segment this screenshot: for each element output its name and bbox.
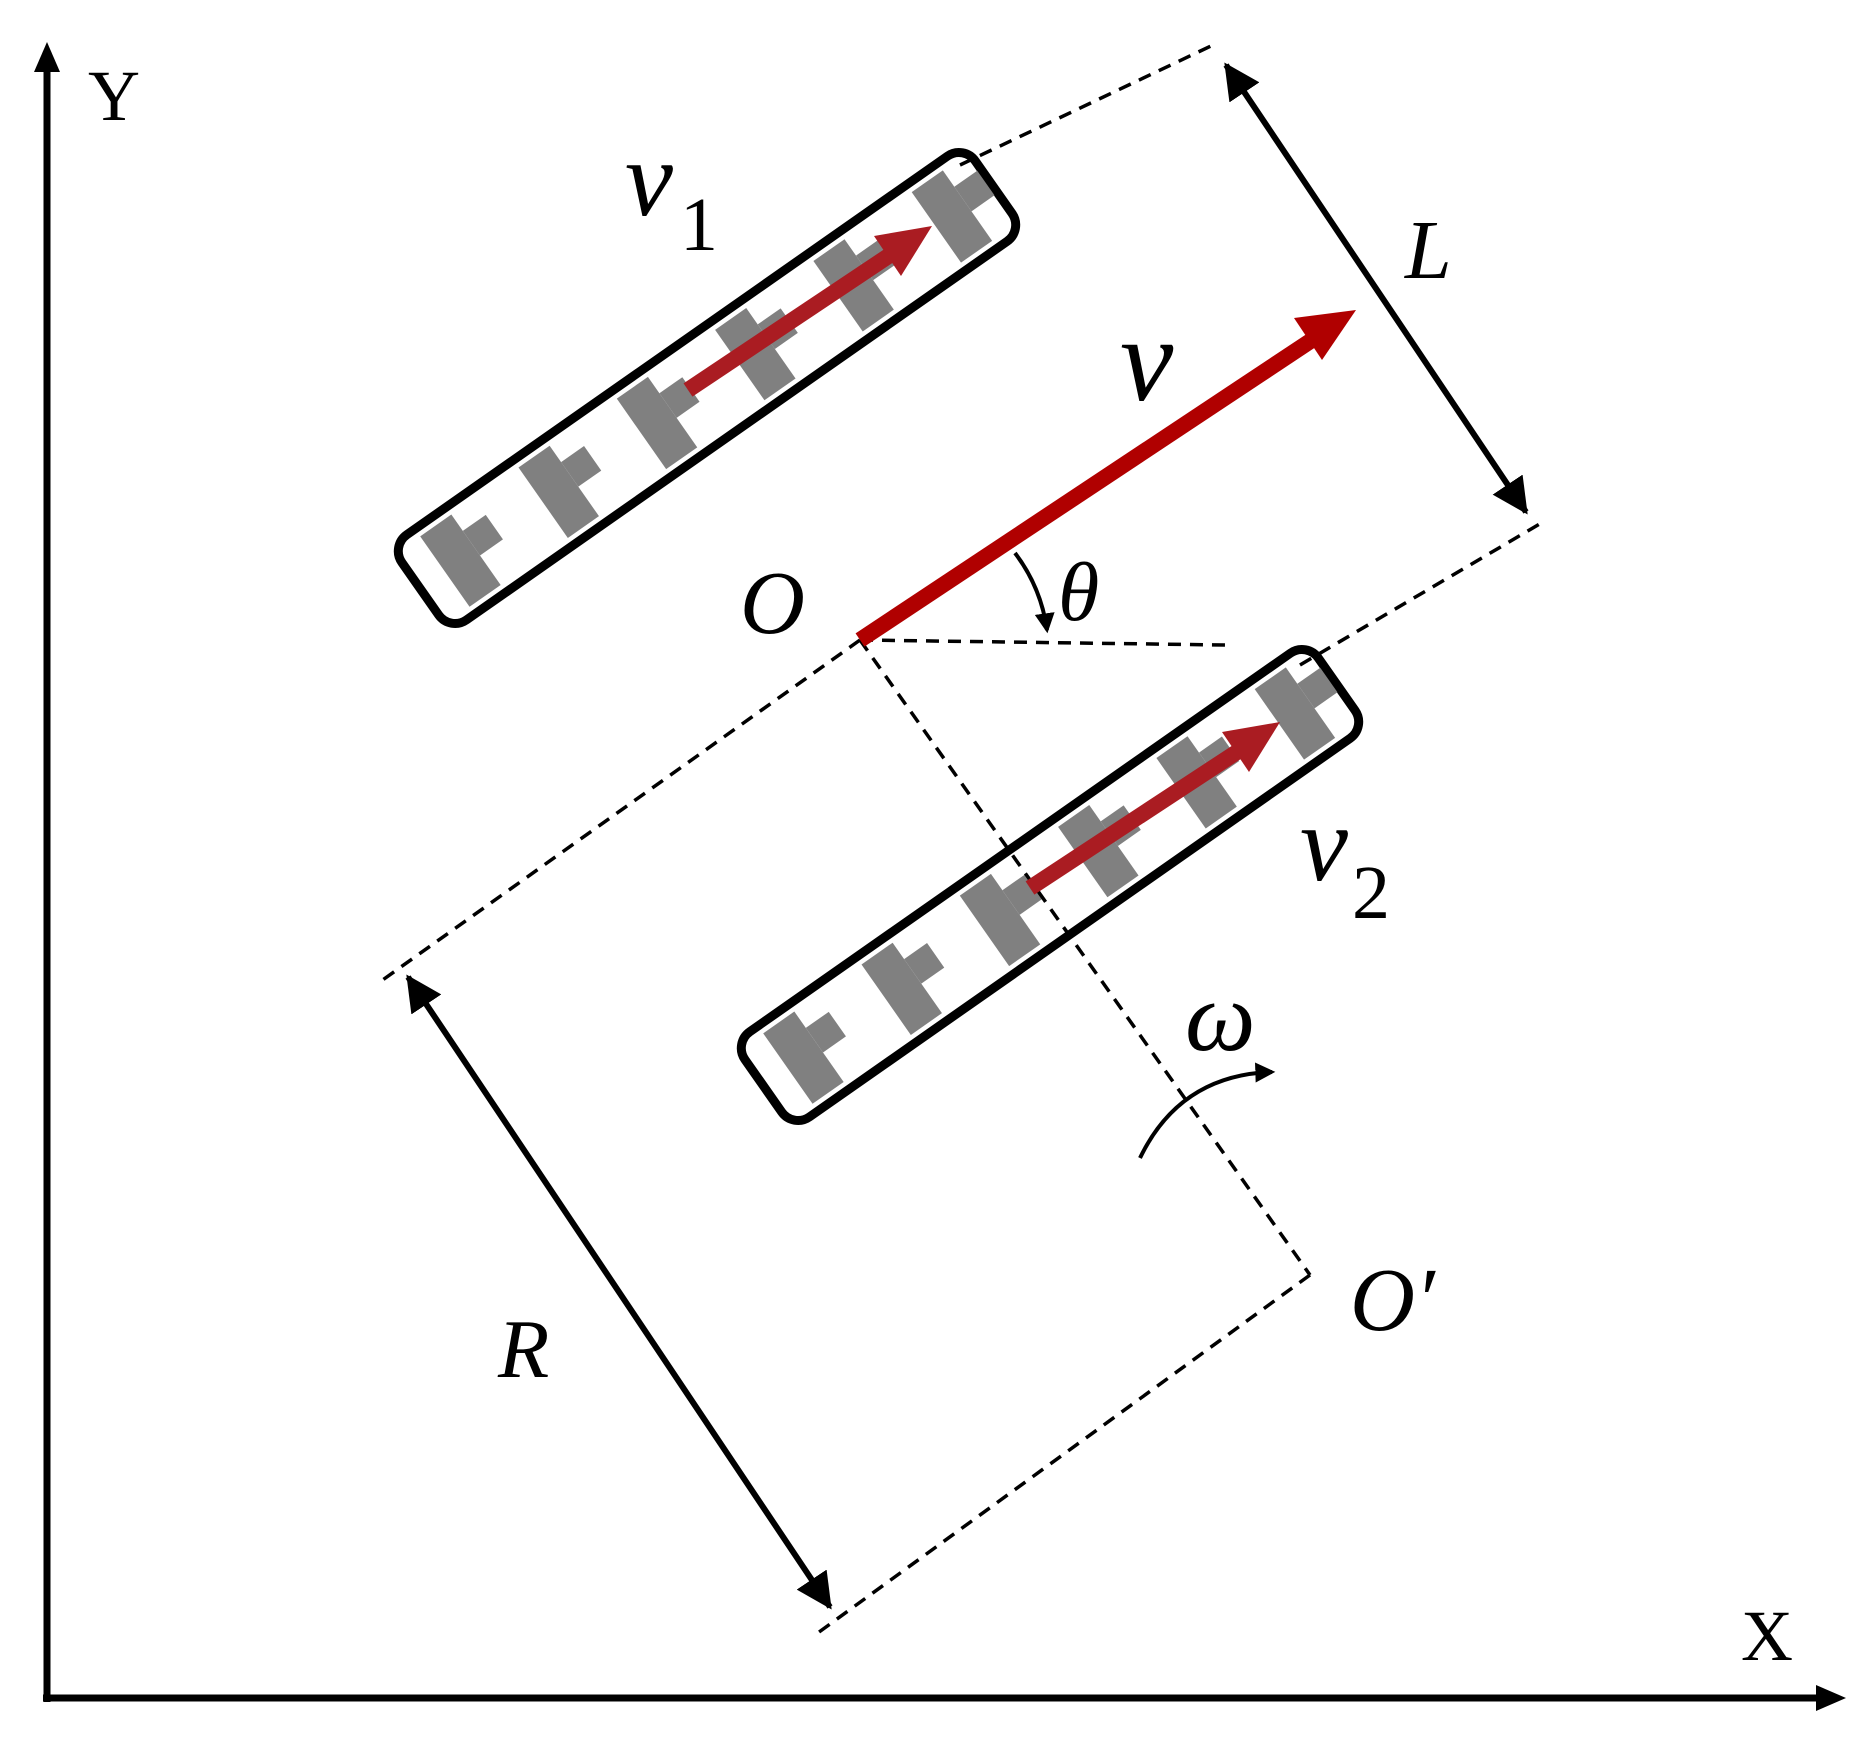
velocity-arrow-v1	[683, 226, 932, 397]
label-v: v	[1120, 293, 1174, 426]
label-v2: v 2	[1300, 785, 1390, 935]
omega-arc	[1138, 1062, 1276, 1159]
label-v2-main: v	[1300, 785, 1348, 904]
label-omega: ω	[1185, 961, 1256, 1072]
label-L: L	[1404, 204, 1452, 297]
velocity-arrow-v2	[1025, 722, 1280, 895]
y-axis	[34, 42, 60, 1702]
label-O: O	[740, 554, 805, 653]
label-theta: θ	[1058, 546, 1099, 639]
theta-arc	[1013, 551, 1055, 634]
label-O-prime: O′	[1350, 1251, 1436, 1350]
label-v1-main: v	[625, 120, 673, 239]
label-v2-sub: 2	[1352, 851, 1390, 935]
dimension-R	[405, 974, 833, 1610]
dimension-L	[1223, 62, 1529, 515]
label-v1: v 1	[625, 120, 718, 267]
x-axis-label: X	[1741, 1596, 1793, 1676]
x-axis	[43, 1685, 1846, 1711]
label-v1-sub: 1	[680, 183, 718, 267]
label-R: R	[497, 1303, 549, 1396]
construction-lines	[375, 43, 1544, 1637]
velocity-arrow-v	[855, 310, 1356, 647]
right-track	[736, 645, 1364, 1125]
y-axis-label: Y	[88, 56, 140, 136]
